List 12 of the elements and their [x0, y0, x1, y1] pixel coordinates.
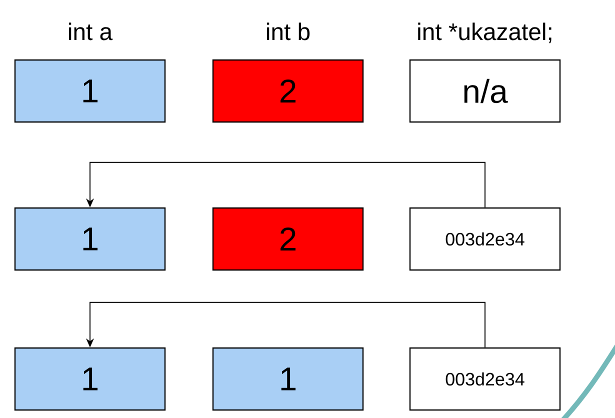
variable-label: int b	[267, 22, 310, 40]
variable-label: int *ukazatel;	[418, 22, 552, 44]
value-box: 1	[212, 347, 364, 411]
variable-label: int a	[69, 22, 113, 40]
value-box: 003d2e34	[409, 207, 561, 271]
value-box: 003d2e34	[409, 347, 561, 411]
value-box: 1	[14, 59, 166, 123]
value-box: 2	[212, 59, 364, 123]
value-box: n/a	[409, 59, 561, 123]
value-box: 1	[14, 347, 166, 411]
value-box: 1	[14, 207, 166, 271]
value-box: 2	[212, 207, 364, 271]
